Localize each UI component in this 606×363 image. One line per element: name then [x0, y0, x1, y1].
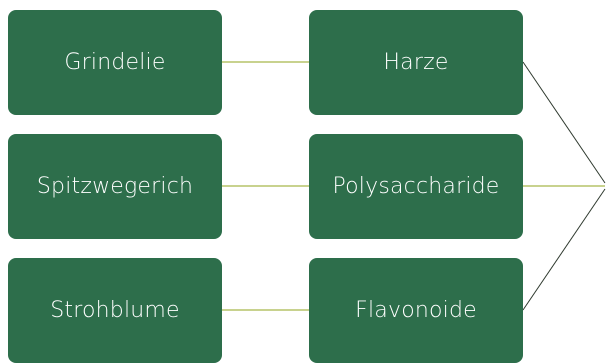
plant-label: Spitzwegerich	[36, 174, 194, 199]
plant-node-spitzwegerich: Spitzwegerich	[8, 134, 222, 239]
compound-node-polysaccharide: Polysaccharide	[309, 134, 523, 239]
compound-label: Harze	[383, 50, 449, 75]
connector-harze-merge	[522, 61, 606, 184]
plant-node-strohblume: Strohblume	[8, 258, 222, 363]
plant-node-grindelie: Grindelie	[8, 10, 222, 115]
compound-label: Polysaccharide	[332, 174, 500, 199]
plant-label: Strohblume	[50, 298, 180, 323]
compound-node-flavonoide: Flavonoide	[309, 258, 523, 363]
connector-flavonoide-merge	[522, 188, 606, 311]
compound-node-harze: Harze	[309, 10, 523, 115]
compound-label: Flavonoide	[355, 298, 477, 323]
plant-label: Grindelie	[64, 50, 166, 75]
